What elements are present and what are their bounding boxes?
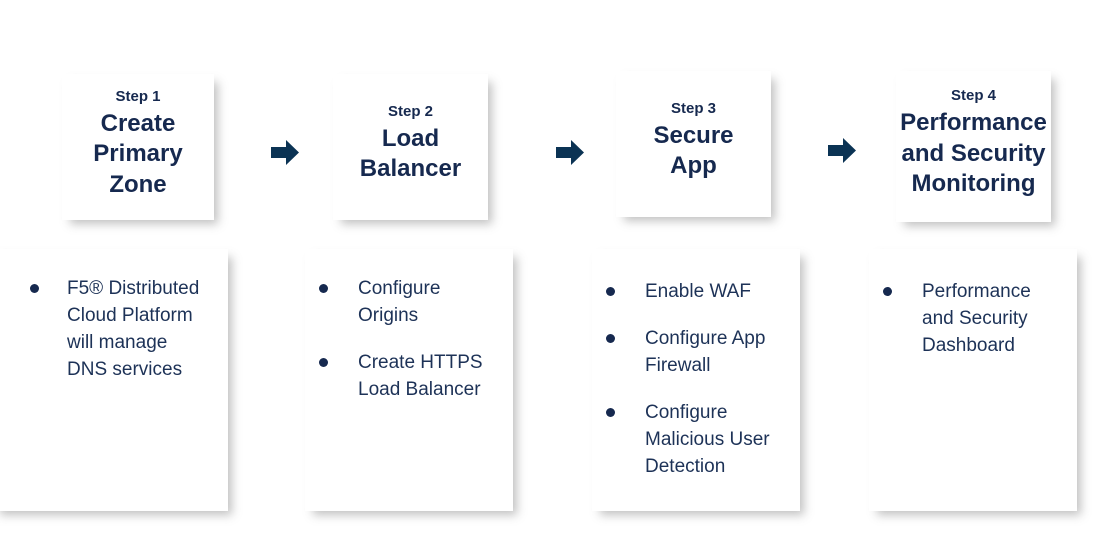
bullet-dot-icon [606,407,615,417]
list-item: Enable WAF [606,279,800,306]
bullet-text: Configure App Firewall [645,327,766,376]
detail-card-2[interactable]: Configure Origins Create HTTPS Load Bala… [305,249,513,511]
list-item: Configure App Firewall [606,326,800,380]
arrow-step1-to-step2 [270,138,300,168]
step-title-2: Load Balancer [359,124,462,183]
bullet-dot-icon [319,284,328,293]
bullet-list-1: F5® Distributed Cloud Platform will mana… [30,276,218,384]
bullet-text: Create HTTPS Load Balancer [358,351,483,400]
list-item: Create HTTPS Load Balancer [319,350,509,404]
bullet-text: Configure Malicious User Detection [645,401,770,477]
list-item: Performance and Security Dashboard [883,279,1073,360]
step-title-3: Secure App [653,121,734,180]
step-title-4: Performance and Security Monitoring [900,109,1047,198]
bullet-text: Configure Origins [358,278,441,326]
detail-card-1[interactable]: F5® Distributed Cloud Platform will mana… [0,249,228,511]
bullet-text: F5® Distributed Cloud Platform will mana… [67,278,200,380]
arrow-step3-to-step4 [827,136,857,166]
step-card-4[interactable]: Step 4 Performance and Security Monitori… [896,71,1051,222]
step-title-1: Create Primary Zone [93,109,183,198]
bullet-dot-icon [606,287,615,296]
bullet-dot-icon [319,357,328,367]
bullet-dot-icon [883,287,892,296]
step-card-2[interactable]: Step 2 Load Balancer [333,74,488,220]
step-card-1[interactable]: Step 1 Create Primary Zone [62,74,214,220]
bullet-text: Performance and Security Dashboard [922,281,1031,356]
list-item: Configure Origins [319,276,509,330]
detail-card-4[interactable]: Performance and Security Dashboard [869,249,1077,511]
bullet-dot-icon [30,284,39,293]
step-label-4: Step 4 [950,87,996,105]
step-card-3[interactable]: Step 3 Secure App [616,71,771,217]
list-item: Configure Malicious User Detection [606,400,800,481]
step-label-2: Step 2 [387,103,433,121]
arrow-step2-to-step3 [555,138,585,168]
step-label-3: Step 3 [670,100,716,118]
bullet-list-4: Performance and Security Dashboard [883,279,1073,360]
bullet-list-3: Enable WAF Configure App Firewall Config… [606,279,800,481]
list-item: F5® Distributed Cloud Platform will mana… [30,276,218,384]
step-label-1: Step 1 [115,87,161,105]
detail-card-3[interactable]: Enable WAF Configure App Firewall Config… [592,249,800,511]
bullet-list-2: Configure Origins Create HTTPS Load Bala… [319,276,509,404]
bullet-text: Enable WAF [645,281,751,302]
bullet-dot-icon [606,333,615,343]
